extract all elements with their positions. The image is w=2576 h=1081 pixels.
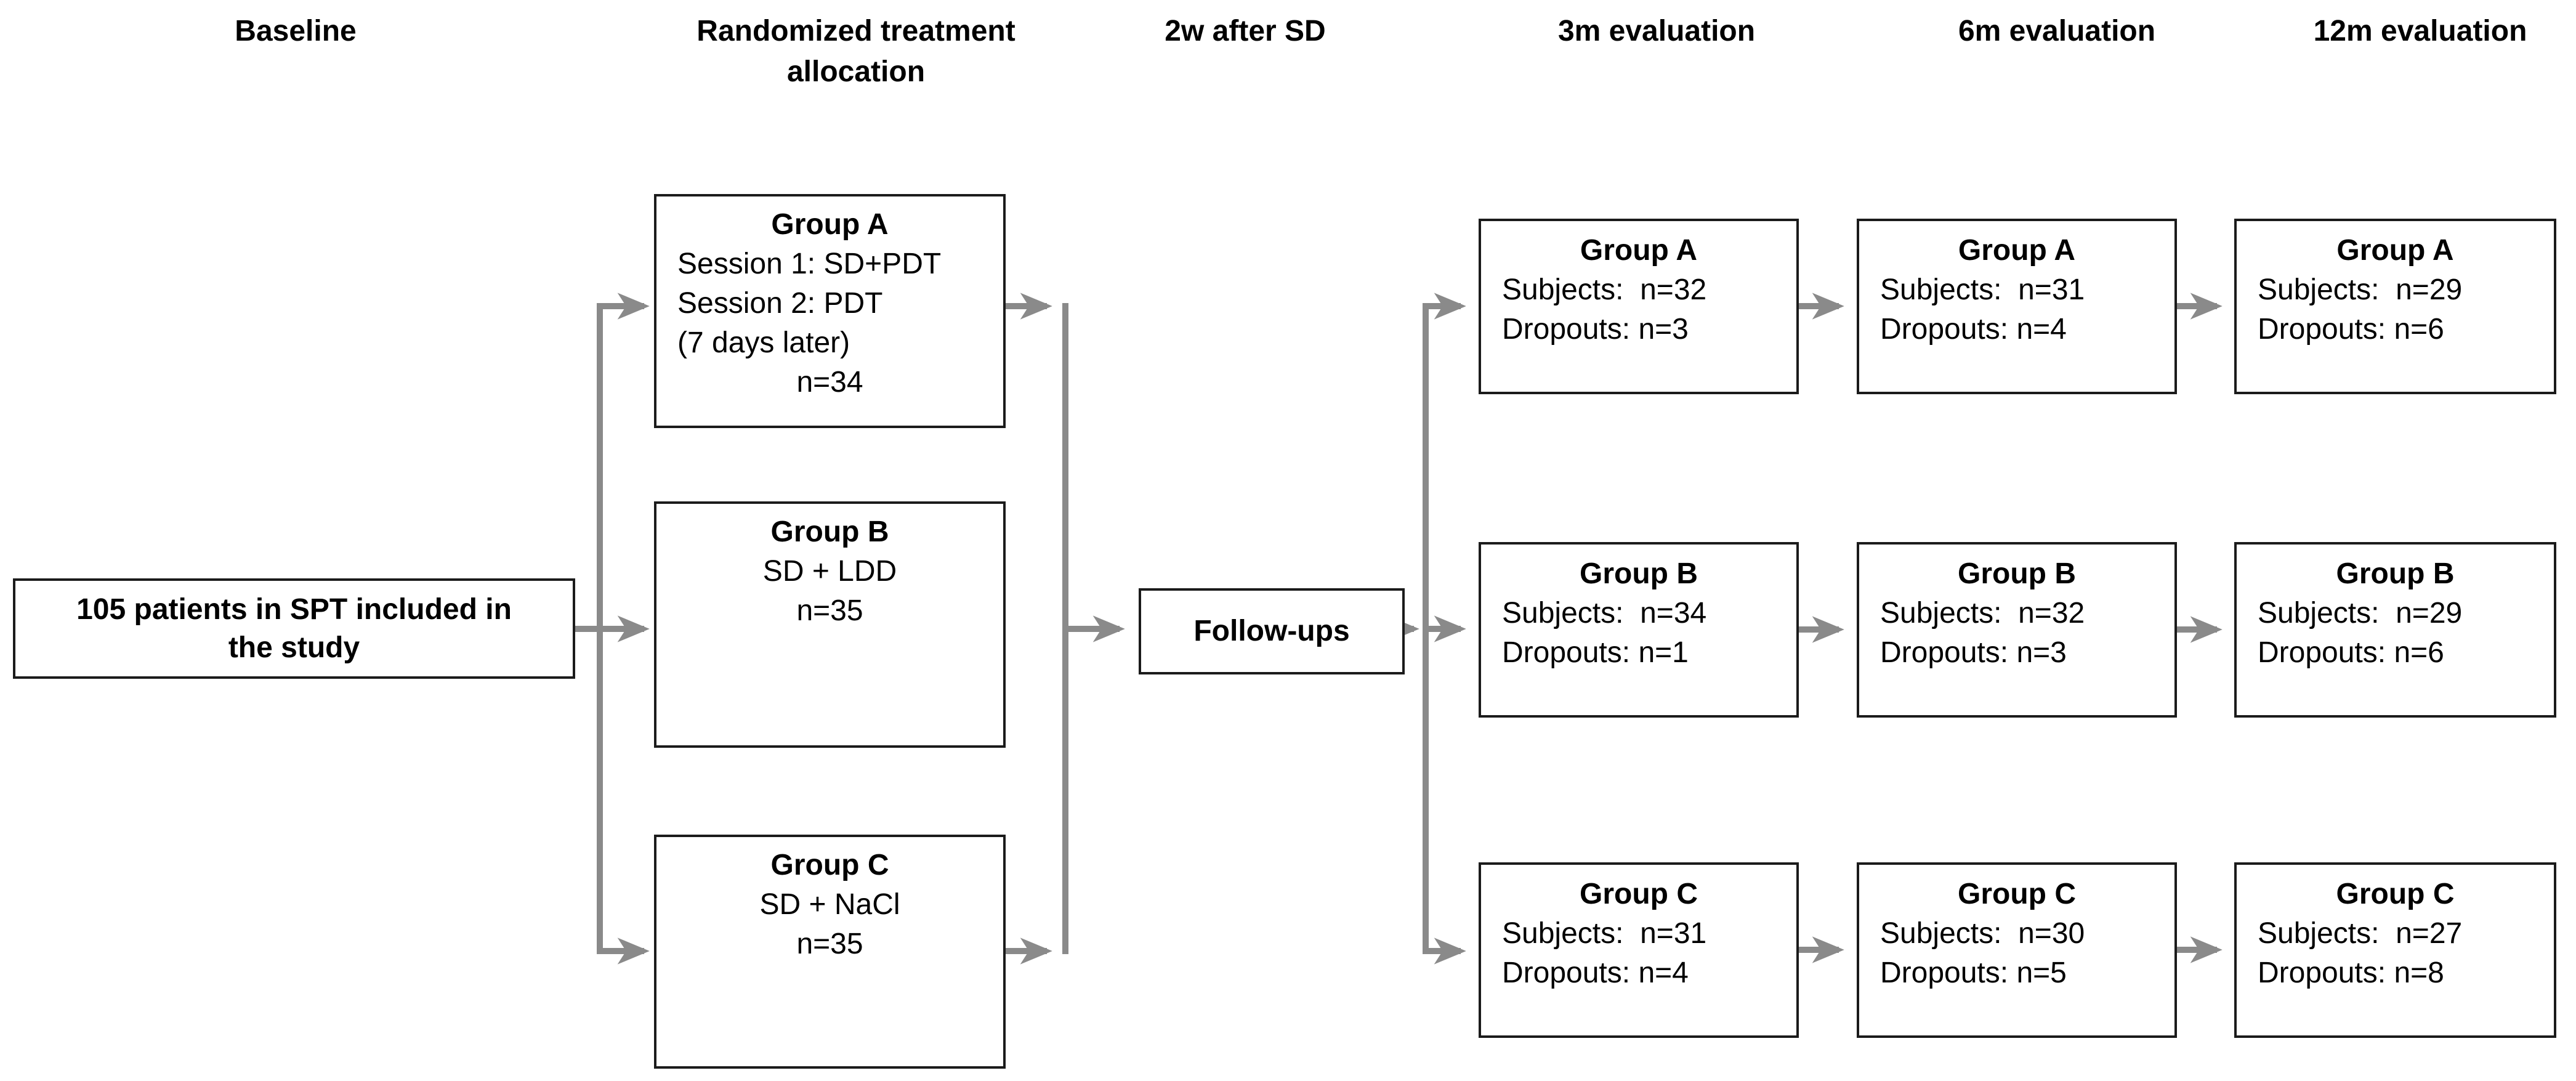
group-title: Group A (1958, 234, 2076, 267)
column-header-6m-evaluation: 6m evaluation (1958, 15, 2156, 47)
group-title: Group A (771, 208, 889, 241)
arrow-3m-to-6m (1799, 293, 1844, 963)
eval-box-3m-group-a: Group A Subjects: n=32 Dropouts: n=3 (1479, 219, 1799, 394)
subjects-line: Subjects: n=31 (1880, 273, 2085, 306)
n-count: n=34 (796, 366, 863, 399)
arrow-6m-to-12m (2177, 293, 2223, 963)
subjects-line: Subjects: n=29 (2258, 597, 2463, 630)
arrow-followups-to-3m (1387, 293, 1466, 965)
dropouts-line: Dropouts: n=3 (1880, 636, 2067, 669)
column-header-baseline: Baseline (235, 15, 357, 47)
column-header-randomized-allocation: Randomized treatment allocation (696, 15, 1015, 88)
baseline-box-line: the study (228, 631, 360, 664)
group-title: Group C (770, 849, 889, 881)
column-header-2w-after-sd: 2w after SD (1165, 15, 1326, 47)
eval-box-3m-group-c: Group C Subjects: n=31 Dropouts: n=4 (1479, 862, 1799, 1038)
eval-box-6m-group-a: Group A Subjects: n=31 Dropouts: n=4 (1857, 219, 2177, 394)
dropouts-line: Dropouts: n=3 (1502, 313, 1689, 346)
followups-box: Follow-ups (1139, 588, 1405, 674)
eval-box-12m-group-a: Group A Subjects: n=29 Dropouts: n=6 (2234, 219, 2556, 394)
subjects-line: Subjects: n=30 (1880, 917, 2085, 950)
subjects-line: Subjects: n=32 (1880, 597, 2085, 630)
n-count: n=35 (796, 594, 863, 627)
subjects-line: Subjects: n=31 (1502, 917, 1707, 950)
eval-box-12m-group-c: Group C Subjects: n=27 Dropouts: n=8 (2234, 862, 2556, 1038)
group-title: Group C (1958, 878, 2076, 910)
treatment-line: SD + LDD (762, 555, 897, 588)
eval-box-6m-group-c: Group C Subjects: n=30 Dropouts: n=5 (1857, 862, 2177, 1038)
dropouts-line: Dropouts: n=1 (1502, 636, 1689, 669)
group-title: Group B (2336, 557, 2455, 590)
subjects-line: Subjects: n=29 (2258, 273, 2463, 306)
eval-box-6m-group-b: Group B Subjects: n=32 Dropouts: n=3 (1857, 542, 2177, 718)
group-title: Group B (770, 516, 889, 548)
arrow-groups-to-followups (1006, 293, 1125, 965)
baseline-box-line: 105 patients in SPT included in (76, 593, 512, 626)
group-title: Group B (1958, 557, 2076, 590)
group-title: Group C (2336, 878, 2455, 910)
days-later-line: (7 days later) (677, 326, 850, 359)
dropouts-line: Dropouts: n=5 (1880, 957, 2067, 989)
group-title: Group A (2336, 234, 2454, 267)
eval-box-12m-group-b: Group B Subjects: n=29 Dropouts: n=6 (2234, 542, 2556, 718)
group-title: Group B (1580, 557, 1698, 590)
allocation-box-group-c: Group C SD + NaCl n=35 (654, 835, 1006, 1069)
dropouts-line: Dropouts: n=8 (2258, 957, 2444, 989)
n-count: n=35 (796, 928, 863, 960)
eval-box-3m-group-b: Group B Subjects: n=34 Dropouts: n=1 (1479, 542, 1799, 718)
dropouts-line: Dropouts: n=4 (1502, 957, 1689, 989)
session-1-line: Session 1: SD+PDT (677, 248, 942, 280)
followups-label: Follow-ups (1193, 615, 1350, 647)
column-header-3m-evaluation: 3m evaluation (1557, 15, 1756, 47)
baseline-box: 105 patients in SPT included in the stud… (13, 578, 575, 679)
subjects-line: Subjects: n=34 (1502, 597, 1707, 630)
subjects-line: Subjects: n=32 (1502, 273, 1707, 306)
group-title: Group C (1580, 878, 1698, 910)
dropouts-line: Dropouts: n=4 (1880, 313, 2067, 346)
arrow-baseline-to-groups (575, 293, 650, 965)
subjects-line: Subjects: n=27 (2258, 917, 2463, 950)
column-header-12m-evaluation: 12m evaluation (2313, 15, 2527, 47)
allocation-box-group-b: Group B SD + LDD n=35 (654, 501, 1006, 748)
dropouts-line: Dropouts: n=6 (2258, 636, 2444, 669)
allocation-box-group-a: Group A Session 1: SD+PDT Session 2: PDT… (654, 194, 1006, 428)
group-title: Group A (1580, 234, 1698, 267)
session-2-line: Session 2: PDT (677, 287, 883, 320)
dropouts-line: Dropouts: n=6 (2258, 313, 2444, 346)
treatment-line: SD + NaCl (759, 888, 900, 921)
